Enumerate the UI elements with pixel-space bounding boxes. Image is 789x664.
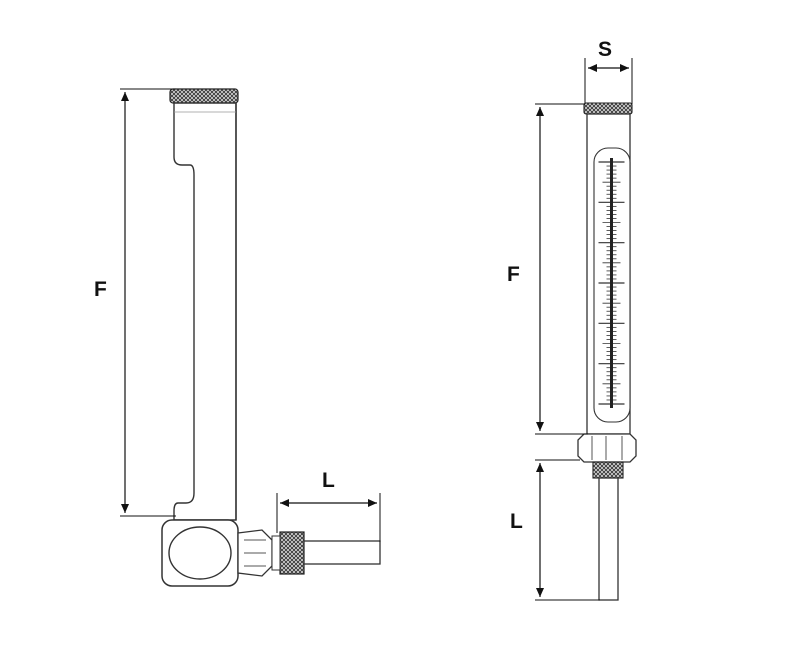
straight-thermometer-capillary [610, 158, 613, 408]
angle-thermometer-case [173, 102, 237, 521]
straight-height-dimension-label: F [507, 263, 520, 286]
straight-stem-length-dimension-label: L [510, 510, 523, 533]
straight-thermometer-cap [583, 102, 633, 115]
angle-stem-length-dimension-label: L [322, 469, 335, 492]
straight-thermometer-stem [598, 477, 619, 601]
straight-width-dimension-label: S [598, 38, 612, 61]
straight-thermometer: S F L [507, 38, 637, 601]
angle-thermometer: F L [94, 88, 381, 587]
angle-thermometer-elbow-disc [168, 526, 232, 580]
angle-height-dimension-label: F [94, 278, 107, 301]
angle-thermometer-cap [169, 88, 239, 104]
angle-thermometer-stem [303, 540, 381, 565]
straight-thermometer-thread [592, 461, 624, 479]
straight-thermometer-hex-nut [577, 433, 637, 463]
angle-thermometer-thread [279, 531, 305, 575]
